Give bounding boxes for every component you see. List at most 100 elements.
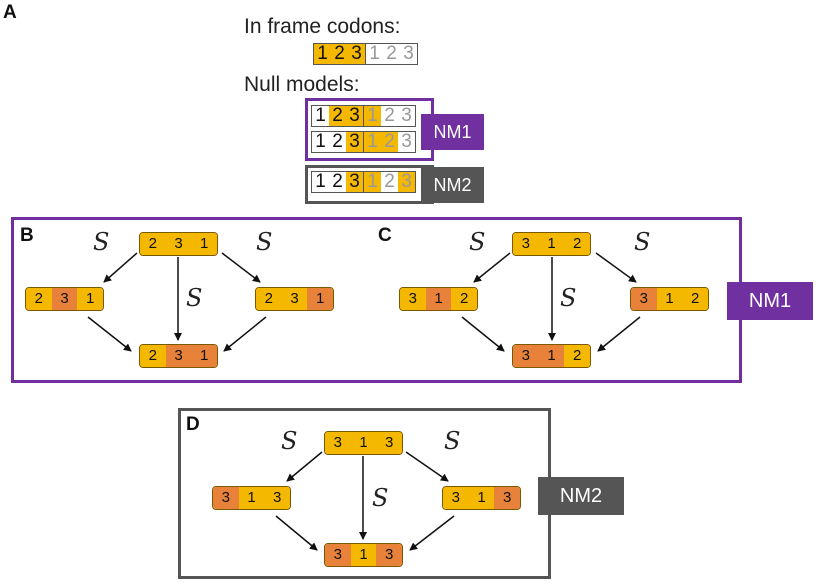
codon-position: 3 [281,288,308,310]
arrow-b-top-right [221,252,261,283]
codon-nucleotide: 1 [363,172,381,192]
arrow-d-top-right [405,451,449,482]
panel-b-s-right: S [256,228,273,256]
codon-position: 1 [538,233,565,255]
arrow-c-right-bottom [597,316,641,352]
arrow-d-left-bottom [275,515,318,551]
codon-position: 3 [165,233,192,255]
arrow-b-left-bottom [87,316,132,352]
codon-position: 3 [165,345,192,367]
codon-position: 3 [513,233,539,255]
nm1-label-badge: NM1 [421,114,484,150]
codon-position: 1 [425,288,452,310]
codon-nucleotide: 2 [381,132,398,152]
codon-position: 1 [656,288,683,310]
codon-nucleotide: 3 [346,172,363,192]
codon-position: 2 [140,345,166,367]
codon-position: 1 [350,544,377,566]
codon-nucleotide: 2 [332,131,343,152]
codon-nucleotide: 1 [315,171,326,192]
codon-position: 2 [564,233,590,255]
in-frame-codons-title: In frame codons: [244,15,401,38]
codon-nucleotide: 2 [332,171,343,192]
panel-d-s-middle: S [372,484,389,512]
codon-nucleotide: 3 [401,131,412,152]
codon-nucleotide: 1 [315,105,326,126]
panel-a-letter: A [3,2,17,23]
codon-nucleotide: 2 [384,105,395,126]
codon-nucleotide: 2 [329,106,346,126]
arrow-d-right-bottom [409,515,455,551]
arrow-c-top-left [473,252,511,283]
codon-nucleotide: 3 [401,105,412,126]
codon-position: 3 [513,345,539,367]
codon-position: 3 [325,432,351,454]
codon-position: 1 [307,288,333,310]
arrow-d-top-left [286,451,323,482]
panel-c-s-middle: S [560,284,577,312]
arrow-c-top-right [595,252,637,283]
panel-b-s-left: S [93,228,110,256]
codon-position: 3 [631,288,657,310]
codon-position: 1 [191,233,217,255]
codon-position: 3 [264,487,290,509]
arrow-c-left-bottom [461,316,505,352]
codon-position: 2 [682,288,708,310]
codon-position: 1 [238,487,265,509]
codon-position: 3 [376,432,402,454]
panel-d-s-right: S [444,427,461,455]
codon-position: 2 [26,288,52,310]
codon-nucleotide: 3 [403,43,414,64]
null-models-title: Null models: [244,73,360,96]
panel-c-s-right: S [634,228,651,256]
codon-position: 1 [538,345,565,367]
codon-position: 3 [400,288,426,310]
panel-d-s-left: S [281,427,298,455]
codon-position: 3 [213,487,239,509]
arrow-b-right-bottom [223,316,267,352]
codon-nucleotide: 1 [315,131,326,152]
codon-position: 3 [494,487,520,509]
codon-nucleotide: 3 [398,172,415,192]
codon-position: 2 [564,345,590,367]
codon-nucleotide: 2 [331,44,348,64]
panel-d-nm2-badge: NM2 [538,477,624,515]
panel-d-letter: D [186,414,200,435]
panel-b-letter: B [20,225,34,246]
codon-position: 1 [77,288,103,310]
codon-position: 1 [468,487,495,509]
panel-c-s-left: S [469,228,486,256]
codon-position: 3 [325,544,351,566]
codon-nucleotide: 1 [363,132,381,152]
panel-bc-nm1-badge: NM1 [727,282,813,320]
codon-nucleotide: 3 [348,44,365,64]
codon-position: 2 [256,288,282,310]
panel-b-s-middle: S [186,284,203,312]
codon-nucleotide: 1 [363,106,381,126]
panel-c-letter: C [378,225,392,246]
codon-position: 1 [191,345,217,367]
codon-nucleotide: 1 [365,44,383,64]
codon-nucleotide: 3 [346,132,363,152]
codon-nucleotide: 1 [314,44,331,64]
codon-nucleotide: 3 [346,106,363,126]
codon-nucleotide: 2 [386,43,397,64]
codon-position: 3 [51,288,78,310]
codon-nucleotide: 2 [384,171,395,192]
